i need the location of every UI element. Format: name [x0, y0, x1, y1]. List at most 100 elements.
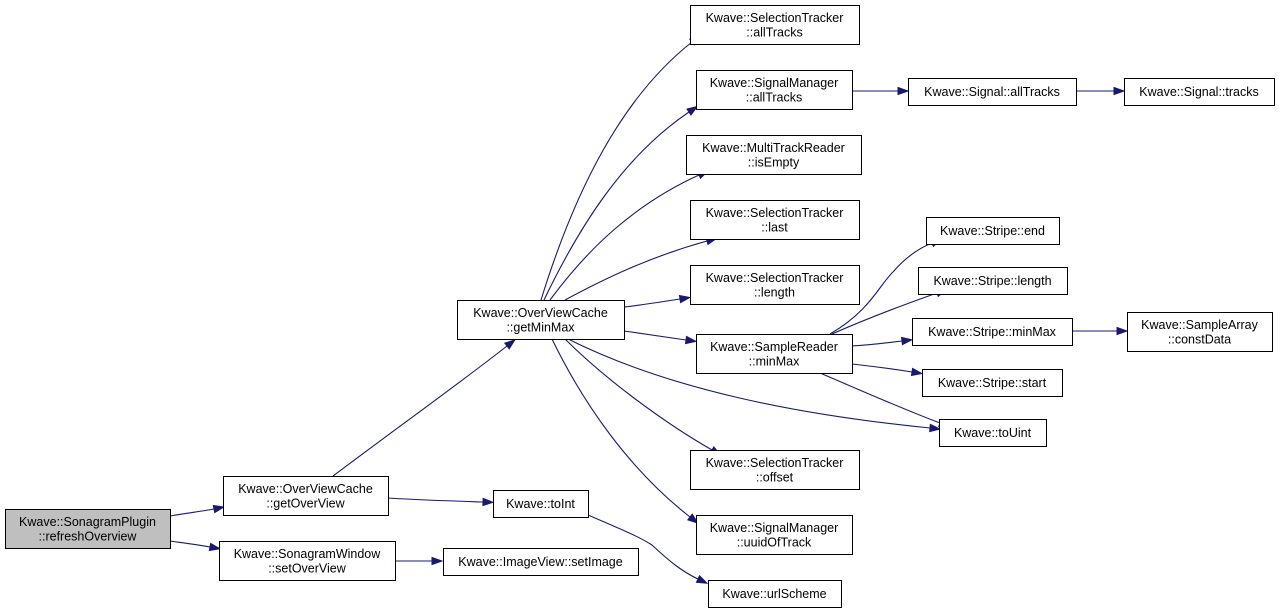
arrow-head-icon — [503, 338, 517, 350]
node-label: Kwave::SampleArray — [1141, 318, 1258, 332]
edge-line — [543, 111, 690, 301]
node-box — [457, 300, 625, 340]
edge-setOverView-to-setImage — [395, 556, 444, 566]
node-st_length[interactable]: Kwave::SelectionTracker::length — [690, 265, 860, 305]
arrow-head-icon — [900, 336, 914, 346]
edge-line — [819, 372, 941, 424]
node-stripe_start[interactable]: Kwave::Stripe::start — [922, 369, 1063, 397]
node-label: ::isEmpty — [748, 155, 800, 169]
node-label: ::last — [761, 220, 788, 234]
node-box — [493, 490, 589, 518]
arrow-head-icon — [695, 574, 709, 584]
node-box — [708, 580, 842, 608]
node-box — [219, 541, 396, 581]
node-label: Kwave::Signal::allTracks — [924, 85, 1060, 99]
arrow-head-icon — [431, 556, 444, 566]
arrow-head-icon — [482, 497, 495, 507]
node-stripe_end[interactable]: Kwave::Stripe::end — [926, 217, 1060, 245]
node-stripe_length[interactable]: Kwave::Stripe::length — [918, 267, 1068, 295]
edge-getMinMax-to-sm_uuidOfTrack — [551, 338, 700, 525]
arrow-head-icon — [1113, 86, 1126, 96]
edge-line — [851, 363, 913, 373]
edge-getOverView-to-getMinMax — [332, 338, 517, 477]
edge-line — [169, 540, 211, 548]
node-box — [5, 509, 171, 549]
edge-getMinMax-to-mtr_isEmpty — [549, 170, 710, 301]
node-label: Kwave::toInt — [506, 497, 575, 511]
node-box — [696, 334, 853, 374]
node-stripe_minMax[interactable]: Kwave::Stripe::minMax — [912, 318, 1073, 346]
node-sa_constData[interactable]: Kwave::SampleArray::constData — [1127, 312, 1273, 352]
edge-line — [332, 345, 508, 477]
arrow-head-icon — [686, 105, 699, 116]
edge-line — [623, 330, 687, 341]
edge-line — [829, 242, 933, 335]
node-label: Kwave::Stripe::end — [940, 224, 1045, 238]
node-box — [443, 548, 639, 576]
node-label: ::minMax — [749, 354, 800, 368]
node-toUint[interactable]: Kwave::toUint — [939, 419, 1047, 447]
edge-getMinMax-to-sr_minMax — [623, 330, 698, 345]
edge-toInt-to-urlScheme — [587, 514, 709, 584]
node-st_offset[interactable]: Kwave::SelectionTracker::offset — [690, 450, 860, 490]
node-label: Kwave::SignalManager — [710, 521, 839, 535]
node-box — [690, 5, 860, 45]
node-label: Kwave::SonagramWindow — [234, 547, 382, 561]
node-toInt[interactable]: Kwave::toInt — [493, 490, 589, 518]
node-box — [939, 419, 1047, 447]
node-label: ::setOverView — [268, 561, 347, 575]
node-box — [926, 217, 1060, 245]
edge-line — [564, 338, 713, 451]
edge-refreshOverview-to-setOverView — [169, 540, 222, 552]
edge-getMinMax-to-st_length — [623, 294, 692, 308]
node-st_last[interactable]: Kwave::SelectionTracker::last — [690, 200, 860, 240]
node-urlScheme[interactable]: Kwave::urlScheme — [708, 580, 842, 608]
node-label: Kwave::SelectionTracker — [706, 271, 844, 285]
node-label: ::offset — [756, 470, 794, 484]
node-box — [696, 70, 853, 110]
edge-getMinMax-to-toUint — [567, 338, 942, 433]
edge-line — [169, 508, 215, 517]
node-label: Kwave::Signal::tracks — [1139, 85, 1259, 99]
node-box — [908, 78, 1077, 106]
edge-line — [623, 298, 681, 308]
node-box — [686, 135, 862, 175]
node-label: Kwave::Stripe::start — [938, 376, 1047, 390]
node-label: ::allTracks — [746, 90, 803, 104]
node-label: Kwave::urlScheme — [722, 587, 826, 601]
node-mtr_isEmpty[interactable]: Kwave::MultiTrackReader::isEmpty — [686, 135, 862, 175]
node-sm_uuidOfTrack[interactable]: Kwave::SignalManager::uuidOfTrack — [696, 515, 853, 555]
node-label: Kwave::toUint — [954, 426, 1032, 440]
node-label: Kwave::SampleReader — [710, 340, 838, 354]
node-label: ::refreshOverview — [39, 529, 138, 543]
node-sr_minMax[interactable]: Kwave::SampleReader::minMax — [696, 334, 853, 374]
node-label: ::getOverView — [266, 496, 345, 510]
node-setOverView[interactable]: Kwave::SonagramWindow::setOverView — [219, 541, 396, 581]
edge-line — [564, 240, 708, 301]
node-box — [690, 265, 860, 305]
arrow-head-icon — [910, 367, 924, 377]
node-sig_tracks[interactable]: Kwave::Signal::tracks — [1124, 78, 1275, 106]
node-label: Kwave::Stripe::minMax — [928, 325, 1057, 339]
call-edges — [169, 34, 1129, 584]
edge-line — [540, 41, 693, 301]
node-st_allTracks[interactable]: Kwave::SelectionTracker::allTracks — [690, 5, 860, 45]
arrow-head-icon — [686, 513, 700, 525]
node-sm_allTracks[interactable]: Kwave::SignalManager::allTracks — [696, 70, 853, 110]
node-getOverView[interactable]: Kwave::OverViewCache::getOverView — [223, 476, 389, 516]
node-sig_allTracks[interactable]: Kwave::Signal::allTracks — [908, 78, 1077, 106]
node-refreshOverview[interactable]: Kwave::SonagramPlugin::refreshOverview — [5, 509, 171, 549]
node-label: Kwave::OverViewCache — [473, 306, 608, 320]
node-label: Kwave::OverViewCache — [238, 482, 373, 496]
arrow-head-icon — [208, 542, 222, 552]
edge-line — [551, 338, 691, 518]
node-label: Kwave::SelectionTracker — [706, 206, 844, 220]
node-label: Kwave::SelectionTracker — [706, 456, 844, 470]
edge-stripe_minMax-to-sa_constData — [1072, 326, 1129, 336]
node-box — [690, 200, 860, 240]
node-setImage[interactable]: Kwave::ImageView::setImage — [443, 548, 639, 576]
node-box — [922, 369, 1063, 397]
node-label: ::getMinMax — [506, 320, 575, 334]
edge-refreshOverview-to-getOverView — [169, 504, 226, 517]
node-getMinMax[interactable]: Kwave::OverViewCache::getMinMax — [457, 300, 625, 340]
